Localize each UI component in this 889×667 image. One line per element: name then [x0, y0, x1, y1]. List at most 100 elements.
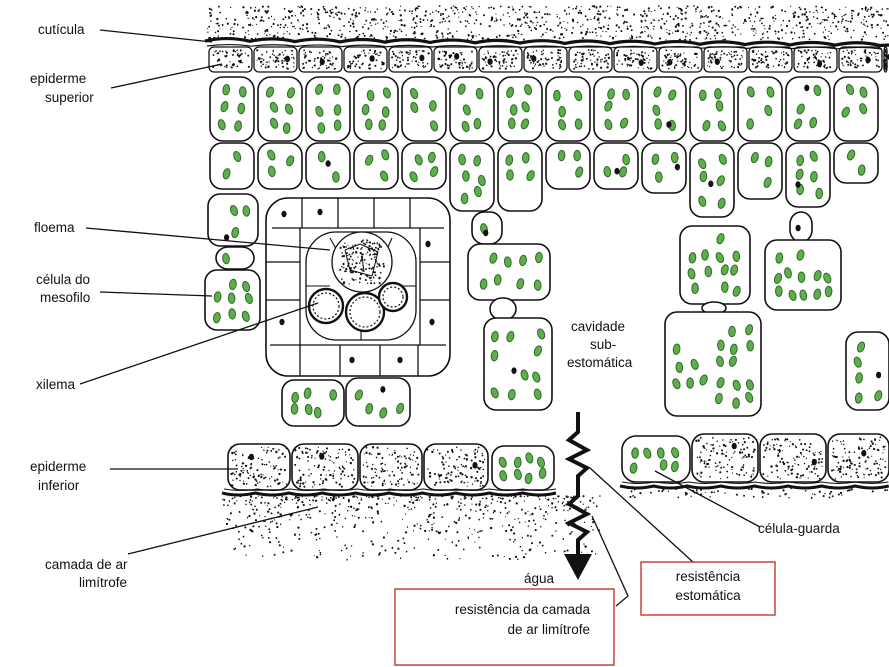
upper-epidermis-cell — [524, 47, 567, 72]
palisade-cell — [594, 143, 638, 189]
nucleus — [317, 209, 322, 215]
subsidiary-cell-wall — [492, 446, 554, 490]
palisade-cell — [738, 77, 782, 141]
nucleus — [708, 181, 713, 188]
nucleus — [488, 58, 493, 65]
chloroplast — [379, 120, 386, 131]
upper-epidermis-cell — [659, 47, 702, 72]
upper-epidermis-cell — [749, 47, 792, 72]
palisade-cell-wall — [738, 143, 782, 199]
palisade-cell — [258, 143, 302, 189]
chloroplast — [775, 286, 782, 297]
upper-epidermis-cell — [344, 47, 387, 72]
label-resistencia-camada-line1: resistência da camada — [455, 602, 591, 617]
chloroplast — [330, 390, 337, 400]
mesophyll-cell — [216, 247, 254, 269]
nucleus — [865, 57, 870, 64]
chloroplast — [229, 308, 236, 319]
chloroplast — [507, 170, 514, 181]
label-cavidade-line2: sub- — [590, 337, 616, 352]
chloroplast — [575, 119, 582, 130]
upper-epidermis-cell — [704, 47, 747, 72]
nucleus — [639, 59, 644, 66]
palisade-cell-wall — [402, 77, 446, 141]
nucleus — [425, 241, 430, 247]
palisade-cell — [402, 143, 446, 189]
palisade-cell — [354, 143, 398, 189]
palisade-cell — [306, 77, 350, 141]
lower-epidermis-cell — [760, 434, 826, 482]
palisade-cell — [690, 143, 734, 217]
nucleus — [370, 55, 375, 62]
chloroplast — [283, 123, 290, 134]
mesophyll-cell — [846, 332, 889, 410]
leader-line-camada-ar — [128, 507, 318, 554]
label-floema: floema — [34, 220, 75, 235]
palisade-cell — [690, 77, 734, 141]
chloroplast — [238, 103, 245, 114]
nucleus — [419, 55, 424, 62]
palisade-cell — [642, 143, 686, 193]
mesophyll-cell — [765, 240, 841, 310]
leader-line-cuticula — [100, 30, 212, 42]
nucleus — [812, 459, 817, 466]
lower-epidermis — [228, 434, 889, 490]
palisade-cell-wall — [786, 143, 830, 207]
palisade-cell — [546, 77, 590, 141]
nucleus — [472, 462, 477, 469]
label-cavidade-line3: estomática — [567, 355, 633, 370]
mesophyll-cell-wall — [790, 212, 812, 242]
nucleus — [320, 59, 325, 66]
lower-epidermis-cell — [424, 444, 488, 490]
mesophyll-cell-wall — [346, 378, 410, 426]
palisade-cell-wall — [594, 77, 638, 141]
guard-cell-wall — [622, 436, 690, 482]
mesophyll-cell — [346, 378, 410, 426]
chloroplast — [671, 152, 678, 163]
guard-cell — [622, 436, 690, 482]
upper-epidermis-cell — [389, 47, 432, 72]
label-epiderme-inferior-line2: inferior — [38, 478, 80, 493]
nucleus — [380, 386, 385, 393]
palisade-cell — [498, 77, 542, 141]
mesophyll-cell — [208, 194, 258, 246]
chloroplast — [508, 118, 515, 129]
palisade-cell — [642, 77, 686, 141]
nucleus — [667, 59, 672, 66]
chloroplast — [554, 90, 561, 101]
mesophyll-cell-wall — [216, 247, 254, 269]
lower-epidermis-cell — [692, 434, 758, 482]
nucleus — [326, 160, 331, 167]
palisade-cell-wall — [354, 77, 398, 141]
label-cuticula: cutícula — [38, 22, 85, 37]
palisade-cell — [738, 143, 782, 199]
mesophyll-cell — [282, 380, 344, 426]
palisade-cell-wall — [546, 143, 590, 189]
leader-line-celula-mesofilo — [100, 292, 212, 296]
palisade-cell — [354, 77, 398, 141]
label-agua: água — [524, 571, 555, 586]
palisade-cell-wall — [690, 77, 734, 141]
label-cavidade-line1: cavidade — [571, 319, 625, 334]
palisade-cell-wall — [354, 143, 398, 189]
nucleus — [483, 230, 488, 237]
palisade-cell-wall — [594, 143, 638, 189]
chloroplast — [559, 106, 566, 117]
nucleus — [454, 53, 459, 60]
mesophyll-cell — [790, 212, 812, 242]
phloem — [332, 232, 392, 292]
mesophyll-cell-wall — [490, 298, 516, 320]
subsidiary-cell — [492, 446, 554, 490]
chloroplast — [816, 188, 823, 199]
mesophyll-cell — [484, 318, 552, 410]
nucleus — [614, 168, 619, 175]
chloroplast — [558, 150, 565, 161]
chloroplast — [810, 171, 817, 182]
palisade-mesophyll — [210, 77, 878, 217]
palisade-cell-wall — [834, 143, 878, 183]
nucleus — [285, 56, 290, 63]
label-celula-guarda: célula-guarda — [758, 521, 840, 536]
nucleus — [861, 450, 866, 457]
chloroplast — [699, 90, 706, 101]
palisade-cell — [498, 143, 542, 211]
